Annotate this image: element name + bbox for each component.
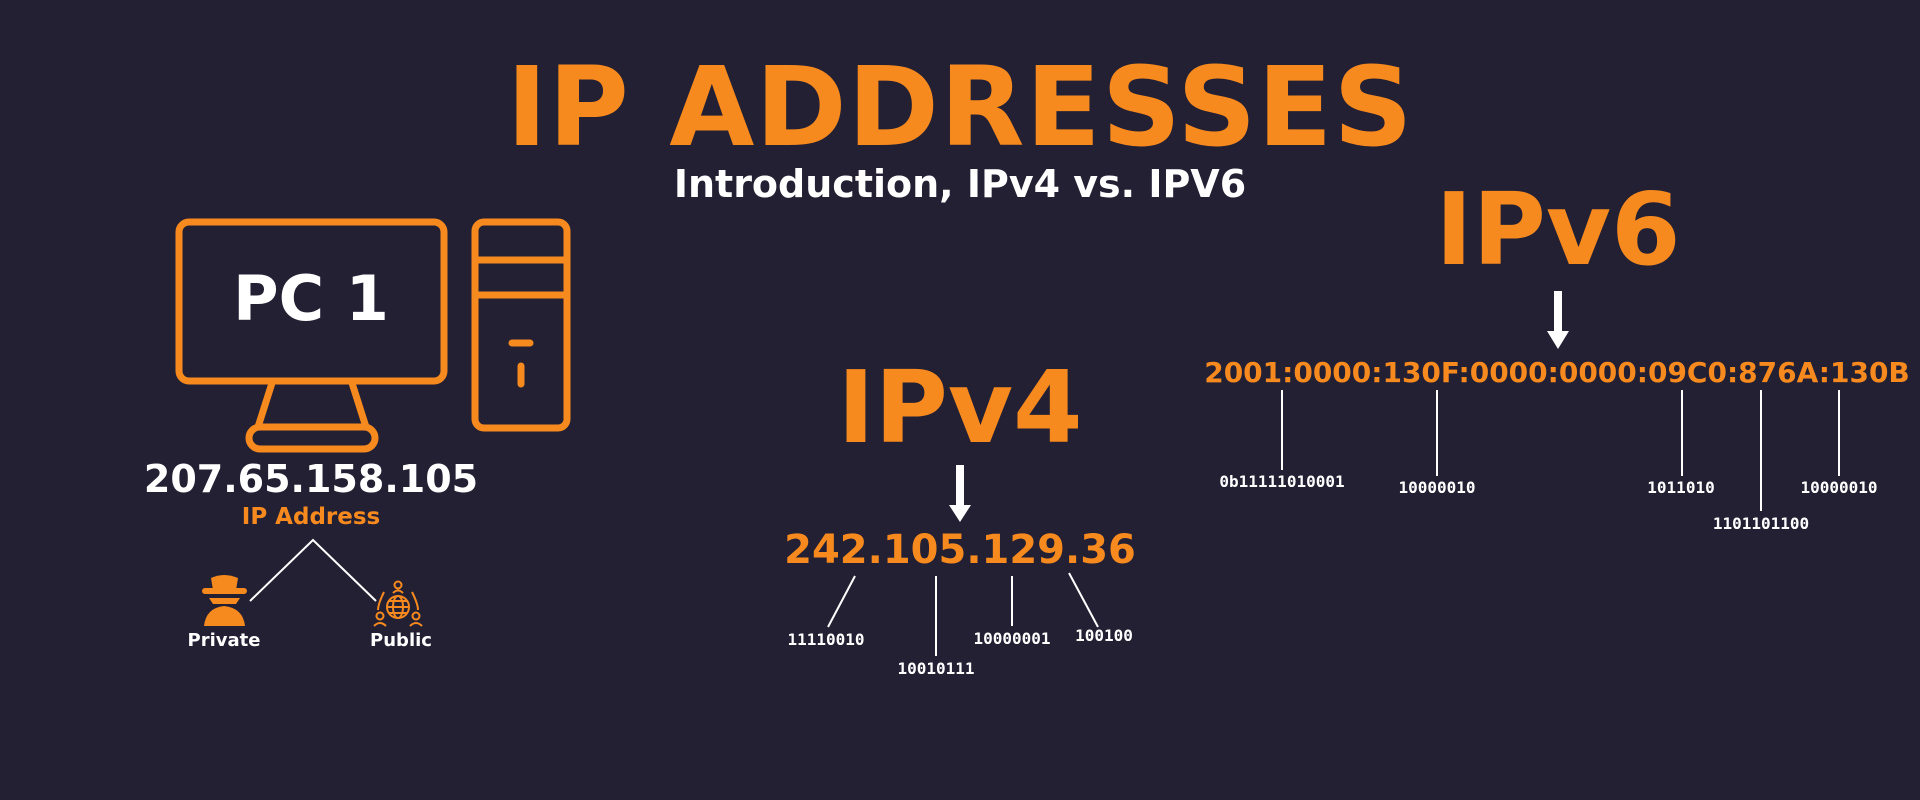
ipv6-binary-2: 10000010 [1398,478,1476,497]
ipv6-binary-3: 1011010 [1647,478,1715,497]
ipv6-binary-4: 1101101100 [1712,514,1810,533]
ipv4-arrow-icon [949,465,971,522]
ipv4-binary-4: 100100 [1075,626,1133,645]
ipv6-binary-1: 0b11111010001 [1219,472,1345,491]
ipv4-address: 242.105.129.36 [784,527,1136,573]
monitor-icon [175,218,448,453]
ipv6-binary-5: 10000010 [1800,478,1878,497]
pc-screen-label: PC 1 [233,262,389,335]
ipv6-arrow-icon [1547,291,1569,349]
pc-ip-address: 207.65.158.105 [143,457,479,501]
page-title: IP ADDRESSES [506,43,1414,171]
page-subtitle: Introduction, IPv4 vs. IPV6 [673,162,1247,206]
tower-case-icon [471,218,571,432]
ipv4-binary-3: 10000001 [973,629,1051,648]
pc-ip-label: IP Address [241,504,381,530]
ipv6-connector-lines [1281,390,1840,511]
global-network-icon [373,580,423,627]
ipv6-address: 2001:0000:130F:0000:0000:09C0:876A:130B [1204,356,1910,389]
ip-branch-lines [249,538,377,602]
ipv4-connector-lines [827,572,1099,656]
ipv4-binary-1: 11110010 [787,630,865,649]
ipv4-heading: IPv4 [837,349,1083,466]
private-label: Private [187,630,261,651]
public-label: Public [370,630,432,651]
spy-icon [202,575,247,626]
ipv6-heading: IPv6 [1435,171,1681,288]
ipv4-binary-2: 10010111 [897,659,975,678]
